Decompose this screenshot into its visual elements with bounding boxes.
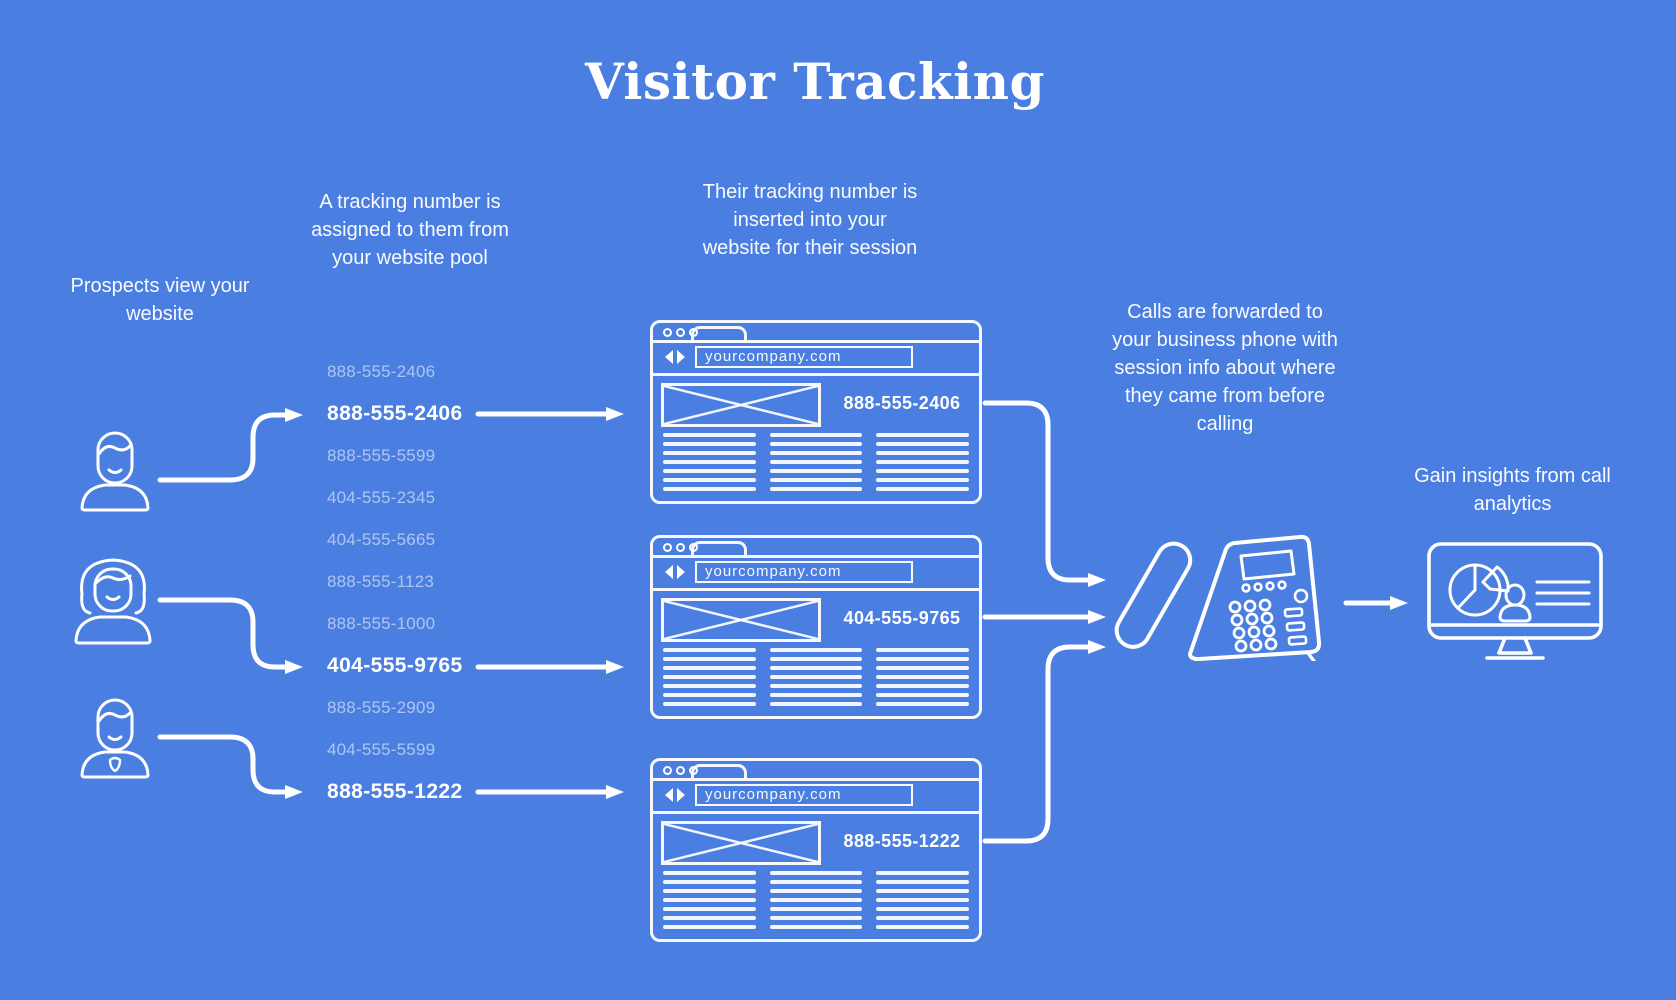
- divider: [653, 340, 979, 343]
- text-column-placeholder: [876, 433, 970, 496]
- image-placeholder-icon: [661, 383, 821, 427]
- text-column-placeholder: [876, 871, 970, 934]
- inserted-tracking-number: 888-555-1222: [843, 831, 961, 851]
- browser-tab-icon: [691, 764, 747, 781]
- pool-number: 888-555-2406: [327, 362, 436, 381]
- url-field: yourcompany.com: [695, 346, 913, 368]
- pool-number: 888-555-5599: [327, 446, 436, 465]
- url-field: yourcompany.com: [695, 561, 913, 583]
- inserted-tracking-number: 888-555-2406: [843, 393, 961, 413]
- label-prospects-view: Prospects view your website: [70, 275, 250, 325]
- arrow-visitor1-to-number: [157, 408, 303, 483]
- image-placeholder-icon: [661, 598, 821, 642]
- url-field: yourcompany.com: [695, 784, 913, 806]
- browser-tab-icon: [691, 541, 747, 558]
- user-icon: [78, 430, 152, 512]
- pool-number-assigned: 888-555-2406: [327, 402, 463, 425]
- tracking-number-pool-list: 888-555-2406 888-555-2406 888-555-5599 4…: [327, 351, 507, 813]
- pool-number: 404-555-5599: [327, 740, 436, 759]
- text-column-placeholder: [769, 871, 863, 934]
- arrow-visitor3-to-number: [157, 734, 303, 799]
- browser-window: yourcompany.com 888-555-2406: [650, 320, 982, 504]
- pool-number-assigned: 404-555-9765: [327, 654, 463, 677]
- back-forward-icon: [663, 787, 687, 808]
- text-column-placeholder: [876, 648, 970, 711]
- image-placeholder-icon: [661, 821, 821, 865]
- label-calls-forwarded: Calls are forwarded to your business pho…: [1112, 301, 1338, 435]
- analytics-monitor-icon: [1425, 540, 1607, 668]
- divider: [653, 778, 979, 781]
- back-forward-icon: [663, 349, 687, 370]
- browser-window: yourcompany.com 404-555-9765: [650, 535, 982, 719]
- user-female-icon: [70, 550, 156, 645]
- text-lines-placeholder: [663, 871, 970, 934]
- label-gain-insights: Gain insights from call analytics: [1414, 465, 1611, 515]
- text-column-placeholder: [769, 648, 863, 711]
- divider: [653, 555, 979, 558]
- pool-number: 888-555-2909: [327, 698, 436, 717]
- label-tracking-number-pool: A tracking number is assigned to them fr…: [311, 191, 509, 269]
- pool-number: 888-555-1123: [327, 572, 435, 591]
- pool-number: 404-555-2345: [327, 488, 436, 507]
- text-lines-placeholder: [663, 648, 970, 711]
- user-badge-icon: [78, 697, 152, 779]
- text-lines-placeholder: [663, 433, 970, 496]
- pool-number-assigned: 888-555-1222: [327, 780, 463, 803]
- divider: [653, 588, 979, 591]
- divider: [653, 373, 979, 376]
- arrow-visitor2-to-number: [157, 597, 303, 674]
- text-column-placeholder: [663, 433, 756, 496]
- back-forward-icon: [663, 564, 687, 585]
- text-column-placeholder: [769, 433, 863, 496]
- browser-window: yourcompany.com 888-555-1222: [650, 758, 982, 942]
- arrow-browser1-to-phone: [982, 400, 1106, 587]
- text-column-placeholder: [663, 648, 756, 711]
- page-title: Visitor Tracking: [585, 52, 1045, 111]
- label-number-inserted: Their tracking number is inserted into y…: [702, 181, 918, 259]
- text-column-placeholder: [663, 871, 756, 934]
- pool-number: 888-555-1000: [327, 614, 436, 633]
- divider: [653, 811, 979, 814]
- inserted-tracking-number: 404-555-9765: [843, 608, 961, 628]
- desk-phone-icon: [1095, 533, 1340, 661]
- browser-tab-icon: [691, 326, 747, 343]
- arrow-browser3-to-phone: [982, 640, 1106, 844]
- pool-number: 404-555-5665: [327, 530, 436, 549]
